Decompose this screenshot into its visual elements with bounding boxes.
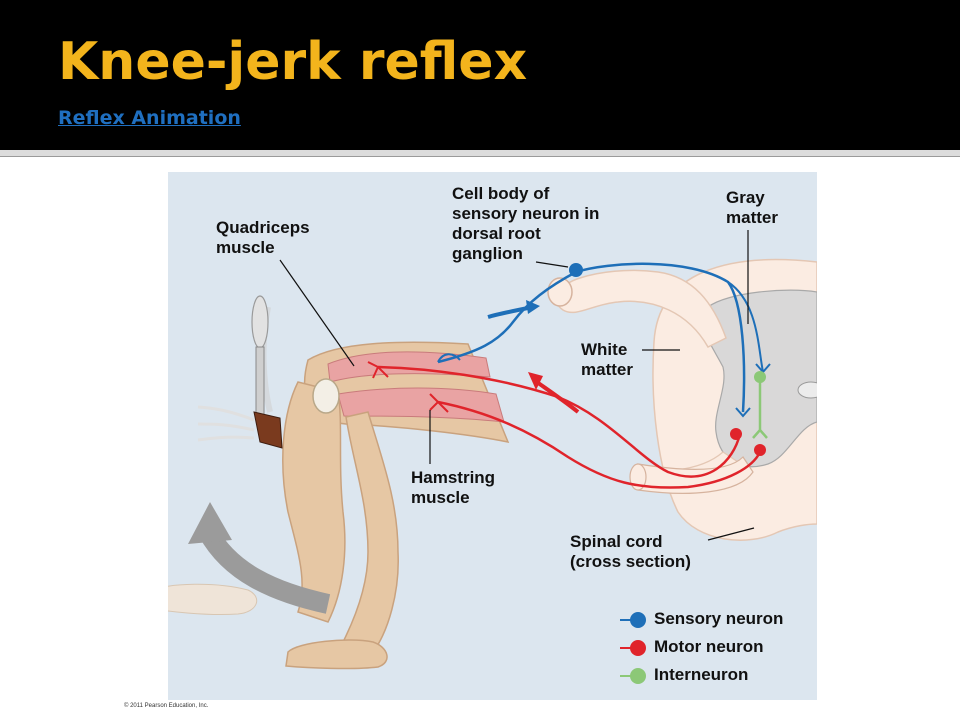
sensory-flow-arrow bbox=[487, 306, 529, 319]
label-hamstring: Hamstring muscle bbox=[411, 468, 496, 507]
leader-quadriceps bbox=[279, 259, 355, 367]
sensory-cell-body bbox=[569, 263, 583, 277]
leader-spinal-cord bbox=[707, 527, 755, 541]
kick-arrow bbox=[199, 526, 331, 614]
legend-interneuron: Interneuron bbox=[654, 665, 749, 684]
kneecap bbox=[312, 378, 340, 414]
lower-leg bbox=[282, 381, 346, 623]
motor-cell-body-1 bbox=[730, 428, 742, 440]
reflex-hammer bbox=[197, 295, 283, 449]
label-quadriceps: Quadriceps muscle bbox=[216, 218, 310, 257]
reflex-diagram: Quadriceps muscle Cell body of sensory n… bbox=[168, 172, 817, 700]
header-divider bbox=[0, 150, 960, 157]
motor-flow-arrow bbox=[532, 378, 580, 414]
foot bbox=[285, 639, 388, 670]
copyright-notice: © 2011 Pearson Education, Inc. bbox=[124, 703, 209, 709]
lower-leg-back bbox=[341, 411, 399, 653]
ghost-foot bbox=[168, 583, 258, 616]
label-gray-matter: Gray matter bbox=[726, 188, 778, 227]
motor-neuron-path-2 bbox=[437, 400, 762, 489]
leader-cell-body bbox=[535, 261, 569, 268]
label-white-matter: White matter bbox=[581, 340, 633, 379]
motor-cell-body-2 bbox=[754, 444, 766, 456]
reflex-animation-link[interactable]: Reflex Animation bbox=[58, 107, 241, 129]
legend-motor-neuron: Motor neuron bbox=[654, 637, 764, 656]
label-spinal-cord: Spinal cord (cross section) bbox=[570, 532, 691, 571]
slide-title: Knee-jerk reflex bbox=[58, 32, 528, 92]
sensory-neuron-path bbox=[437, 262, 746, 413]
motor-neuron-path-1 bbox=[377, 365, 742, 478]
reflex-illustration bbox=[168, 230, 817, 684]
slide-header bbox=[0, 0, 960, 150]
label-cell-body: Cell body of sensory neuron in dorsal ro… bbox=[452, 184, 600, 263]
interneuron-cell-body bbox=[754, 371, 766, 383]
legend-sensory-neuron: Sensory neuron bbox=[654, 609, 784, 628]
interneuron-path bbox=[752, 377, 768, 439]
central-canal bbox=[797, 381, 817, 399]
legend-markers bbox=[620, 612, 646, 684]
